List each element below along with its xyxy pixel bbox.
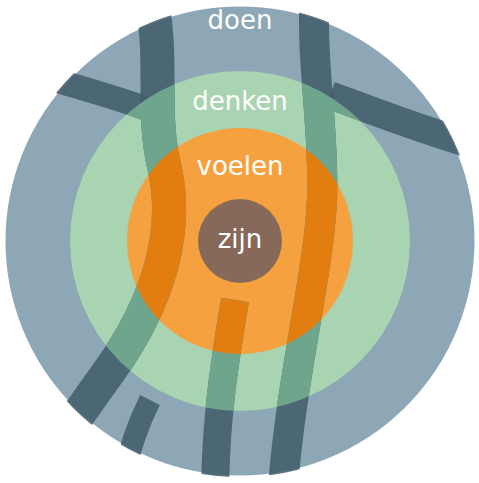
- core-circle: zijn: [198, 199, 282, 283]
- ring-label: denken: [70, 88, 410, 114]
- inner-circle: voelen zijn: [127, 128, 353, 354]
- outer-circle: doen denken voelen zijn: [4, 5, 476, 477]
- ring-label: voelen: [127, 153, 353, 179]
- middle-circle: denken voelen zijn: [70, 71, 410, 411]
- ring-label: zijn: [198, 226, 282, 252]
- ring-label: doen: [4, 7, 476, 33]
